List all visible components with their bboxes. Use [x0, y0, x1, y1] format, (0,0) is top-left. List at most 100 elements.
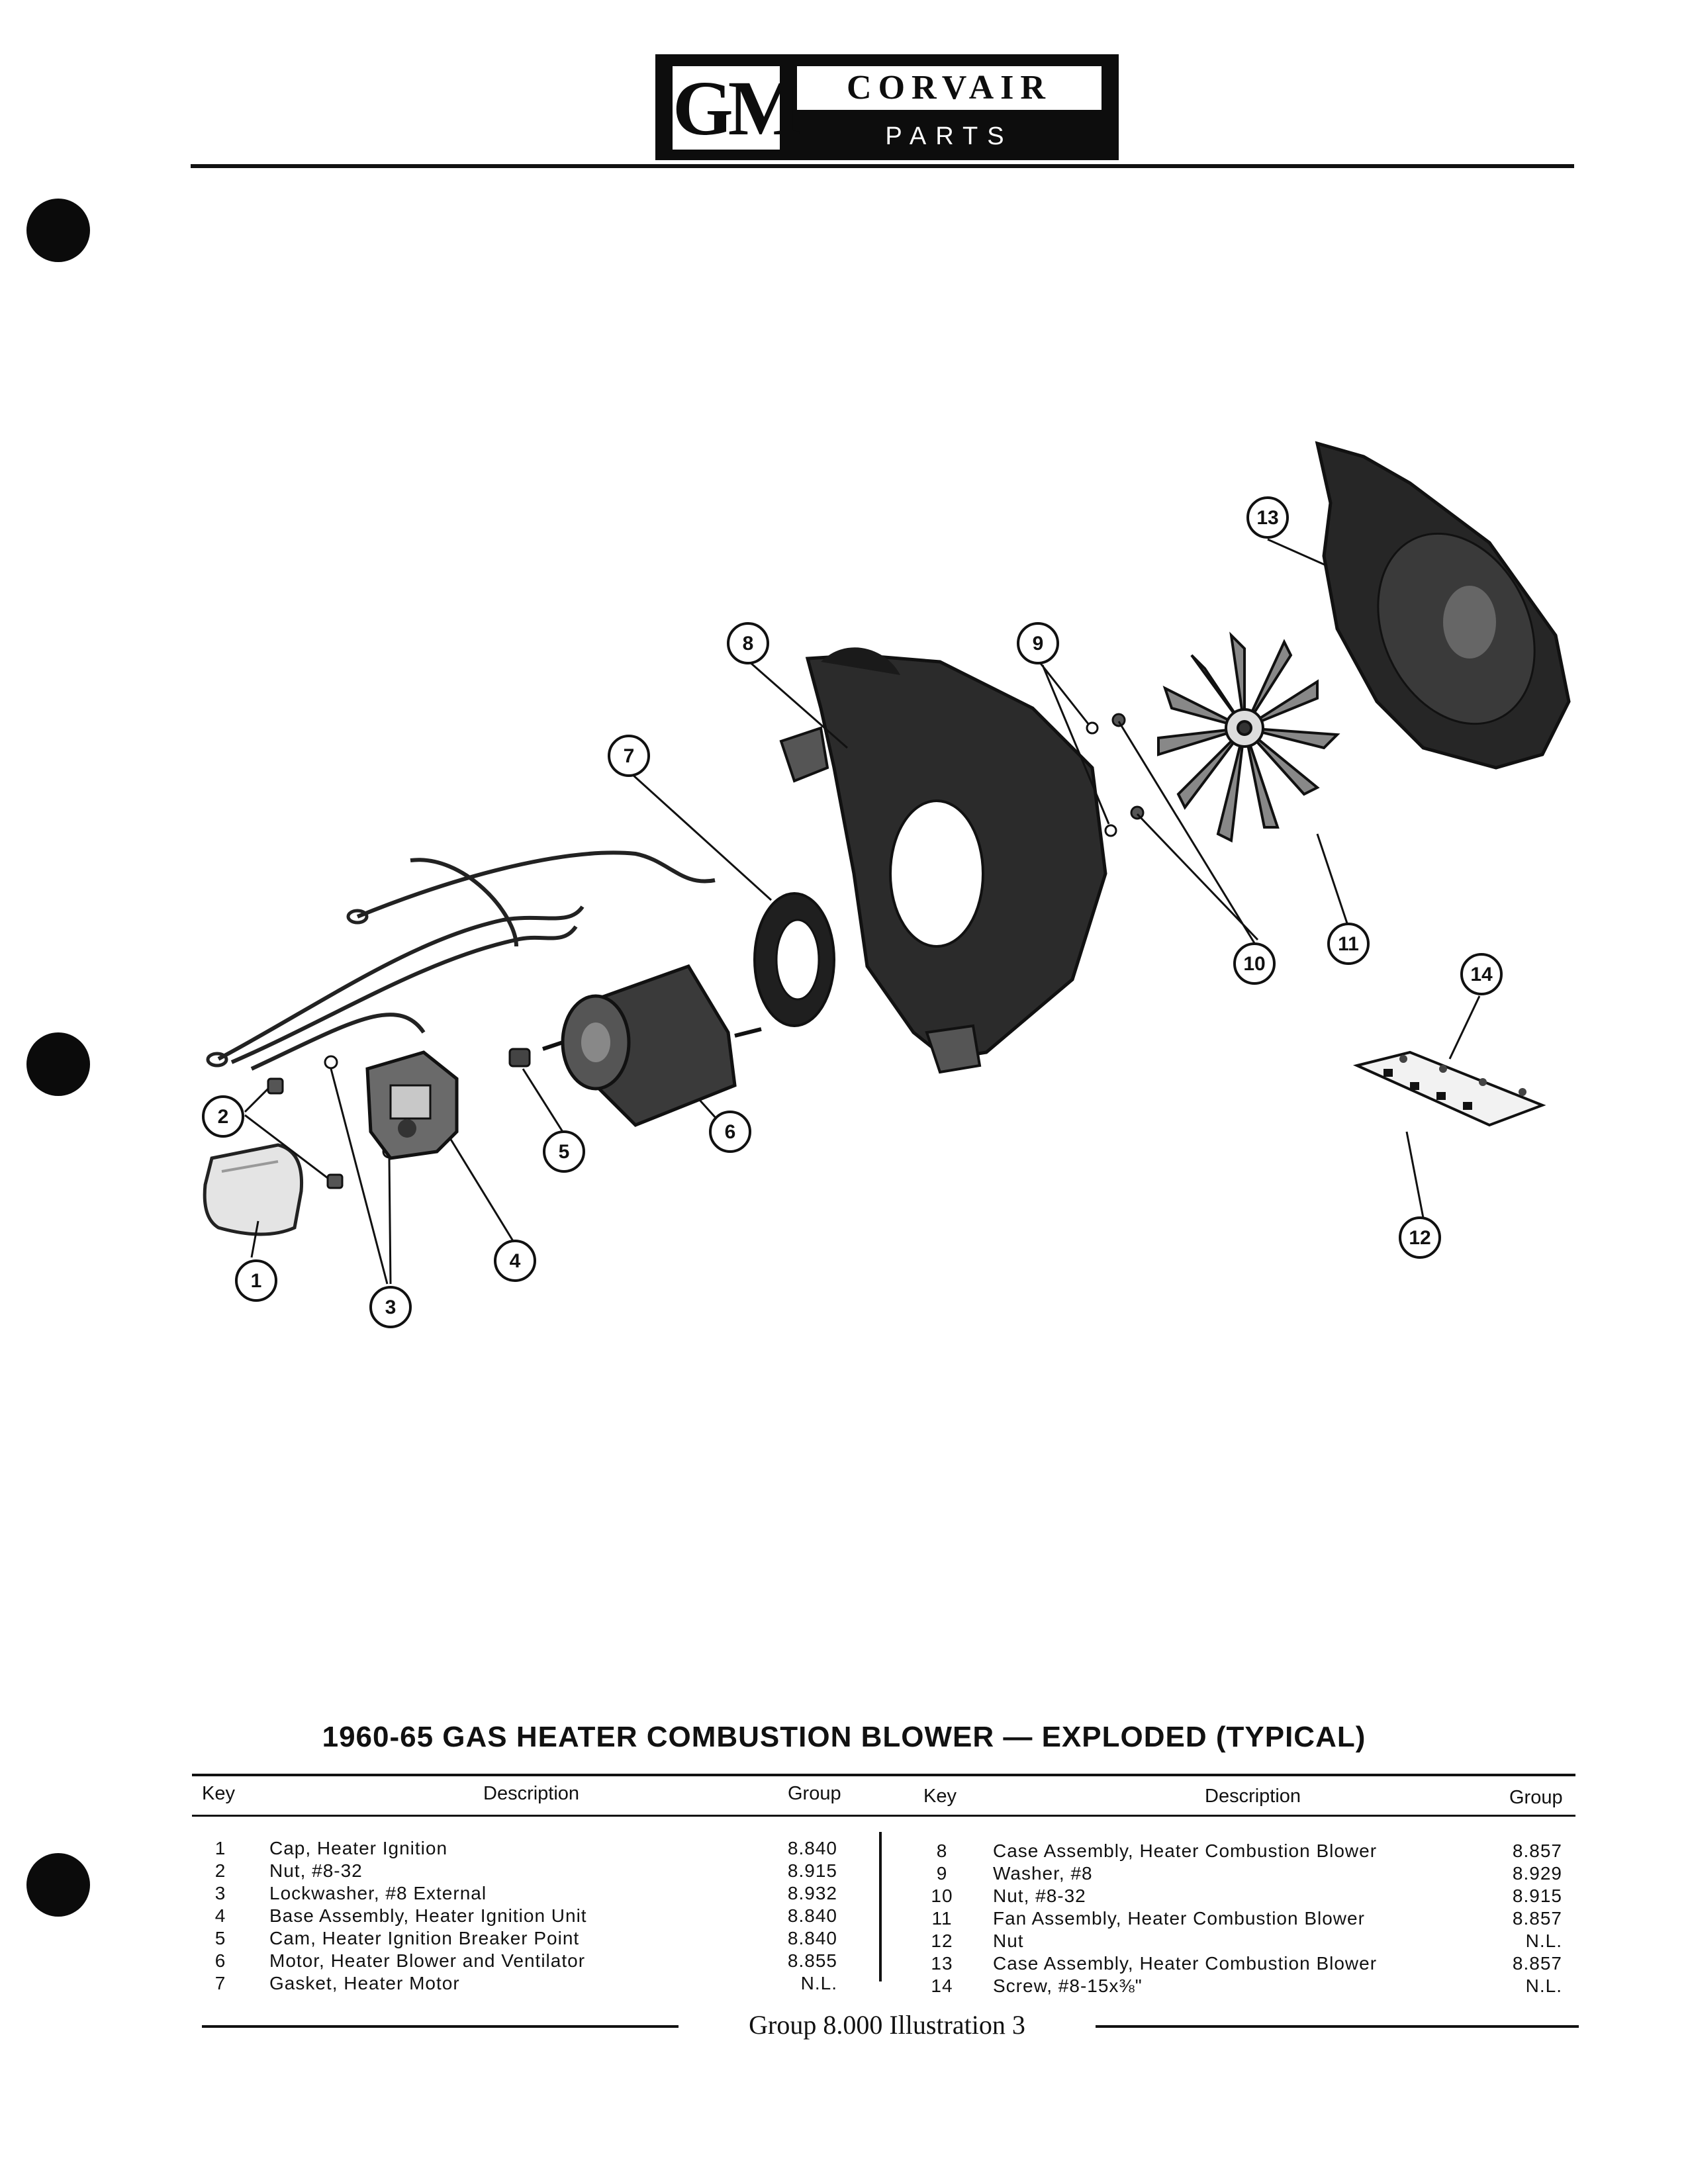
part-key-right: 12 [931, 1931, 953, 1951]
svg-text:5: 5 [559, 1141, 570, 1163]
part-4-base-assembly [365, 1050, 459, 1160]
part-description-left: Nut, #8-32 [269, 1860, 363, 1881]
punch-hole-top [26, 199, 90, 262]
svg-text:11: 11 [1338, 933, 1359, 955]
part-key-right: 14 [931, 1976, 953, 1996]
part-group-right: 8.857 [1512, 1908, 1562, 1929]
part-group-right: 8.929 [1512, 1863, 1562, 1884]
svg-text:12: 12 [1409, 1227, 1430, 1249]
part-9-washer [1086, 721, 1099, 735]
callout-8: 8 [727, 622, 769, 664]
callout-7: 7 [608, 735, 650, 777]
footer-rule-left [202, 2025, 679, 2028]
page-footer: Group 8.000 Illustration 3 [0, 2005, 1688, 2045]
part-6-motor [542, 964, 762, 1127]
part-group-left: 8.855 [787, 1950, 837, 1971]
part-description-left: Cam, Heater Ignition Breaker Point [269, 1928, 580, 1948]
wire-terminal-ring [346, 909, 369, 925]
part-group-right: 8.915 [1512, 1886, 1562, 1906]
part-description-right: Case Assembly, Heater Combustion Blower [993, 1841, 1378, 1861]
part-key-left: 7 [214, 1973, 226, 1993]
part-key-left: 6 [214, 1950, 226, 1971]
part-description-right: Case Assembly, Heater Combustion Blower [993, 1953, 1378, 1974]
table-top-rule [192, 1774, 1575, 1776]
part-group-right: N.L. [1525, 1931, 1562, 1951]
header-description-left: Description [483, 1783, 580, 1804]
part-description-left: Base Assembly, Heater Ignition Unit [269, 1905, 587, 1926]
wire-terminal-ring [206, 1052, 228, 1068]
part-key-right: 13 [931, 1953, 953, 1974]
part-key-left: 2 [214, 1860, 226, 1881]
header-group-right: Group [1509, 1787, 1563, 1808]
punch-hole-middle [26, 1032, 90, 1096]
part-9-washer [1104, 824, 1117, 837]
exploded-diagram: 1 2 3 4 5 6 7 8 9 10 11 12 13 14 [202, 441, 1571, 1328]
part-key-right: 10 [931, 1886, 953, 1906]
gm-mark: GM [670, 64, 802, 152]
part-11-fan-assembly [1157, 631, 1340, 843]
svg-text:13: 13 [1256, 507, 1278, 529]
footer-caption: Group 8.000 Illustration 3 [749, 2010, 1025, 2040]
table-header-rule [192, 1815, 1575, 1817]
part-group-left: 8.915 [787, 1860, 837, 1881]
callout-6: 6 [709, 1111, 751, 1153]
part-7-gasket [753, 892, 835, 1027]
callout-2: 2 [202, 1095, 244, 1138]
part-description-right: Screw, #8-15x⅜" [993, 1976, 1143, 1996]
gm-corvair-logo: GM CORVAIR PARTS CATALOGUE [655, 54, 1119, 185]
part-description-right: Fan Assembly, Heater Combustion Blower [993, 1908, 1365, 1929]
header-rule [191, 164, 1574, 168]
part-1-cap [203, 1143, 304, 1236]
part-10-nut [1111, 713, 1126, 727]
brand-name: CORVAIR [797, 66, 1102, 110]
catalogue-subtitle: PARTS CATALOGUE [831, 122, 1067, 185]
svg-text:4: 4 [510, 1250, 521, 1272]
part-key-left: 5 [214, 1928, 226, 1948]
part-13-case-assembly [1315, 441, 1571, 770]
part-description-right: Washer, #8 [993, 1863, 1093, 1884]
punch-hole-bottom [26, 1853, 90, 1917]
svg-text:7: 7 [624, 745, 635, 767]
svg-text:10: 10 [1243, 953, 1265, 975]
part-group-left: N.L. [800, 1973, 837, 1993]
part-key-right: 9 [936, 1863, 948, 1884]
svg-text:14: 14 [1470, 964, 1493, 985]
part-group-left: 8.840 [787, 1838, 837, 1858]
part-2-nut [326, 1173, 344, 1189]
svg-text:8: 8 [743, 633, 754, 655]
part-10-nut [1130, 805, 1145, 820]
callout-13: 13 [1246, 496, 1289, 539]
part-key-right: 11 [931, 1908, 953, 1929]
part-group-right: 8.857 [1512, 1841, 1562, 1861]
part-description-left: Cap, Heater Ignition [269, 1838, 448, 1858]
part-description-left: Gasket, Heater Motor [269, 1973, 460, 1993]
part-12-14-terminal-strip [1352, 1050, 1546, 1127]
callout-5: 5 [543, 1130, 585, 1173]
part-key-left: 4 [214, 1905, 226, 1926]
callout-1: 1 [235, 1259, 277, 1302]
leader-lines [244, 538, 1481, 1285]
header-key-left: Key [202, 1783, 235, 1804]
footer-rule-right [1096, 2025, 1579, 2028]
part-description-right: Nut, #8-32 [993, 1886, 1086, 1906]
part-description-left: Motor, Heater Blower and Ventilator [269, 1950, 586, 1971]
part-description-right: Nut [993, 1931, 1024, 1951]
callout-12: 12 [1399, 1216, 1441, 1259]
part-key-left: 1 [214, 1838, 226, 1858]
part-group-right: N.L. [1525, 1976, 1562, 1996]
svg-text:9: 9 [1033, 633, 1044, 655]
part-group-right: 8.857 [1512, 1953, 1562, 1974]
wire-harness [217, 850, 716, 1071]
svg-text:1: 1 [251, 1270, 262, 1292]
callout-4: 4 [494, 1240, 536, 1282]
callout-11: 11 [1327, 923, 1370, 965]
part-description-left: Lockwasher, #8 External [269, 1883, 487, 1903]
part-3-lockwasher [324, 1055, 338, 1069]
column-divider [879, 1832, 882, 1981]
part-8-case-assembly [779, 647, 1107, 1074]
svg-text:6: 6 [725, 1121, 736, 1143]
callout-14: 14 [1460, 953, 1503, 995]
callout-10: 10 [1233, 942, 1276, 985]
part-group-left: 8.840 [787, 1928, 837, 1948]
callout-3: 3 [369, 1286, 412, 1328]
